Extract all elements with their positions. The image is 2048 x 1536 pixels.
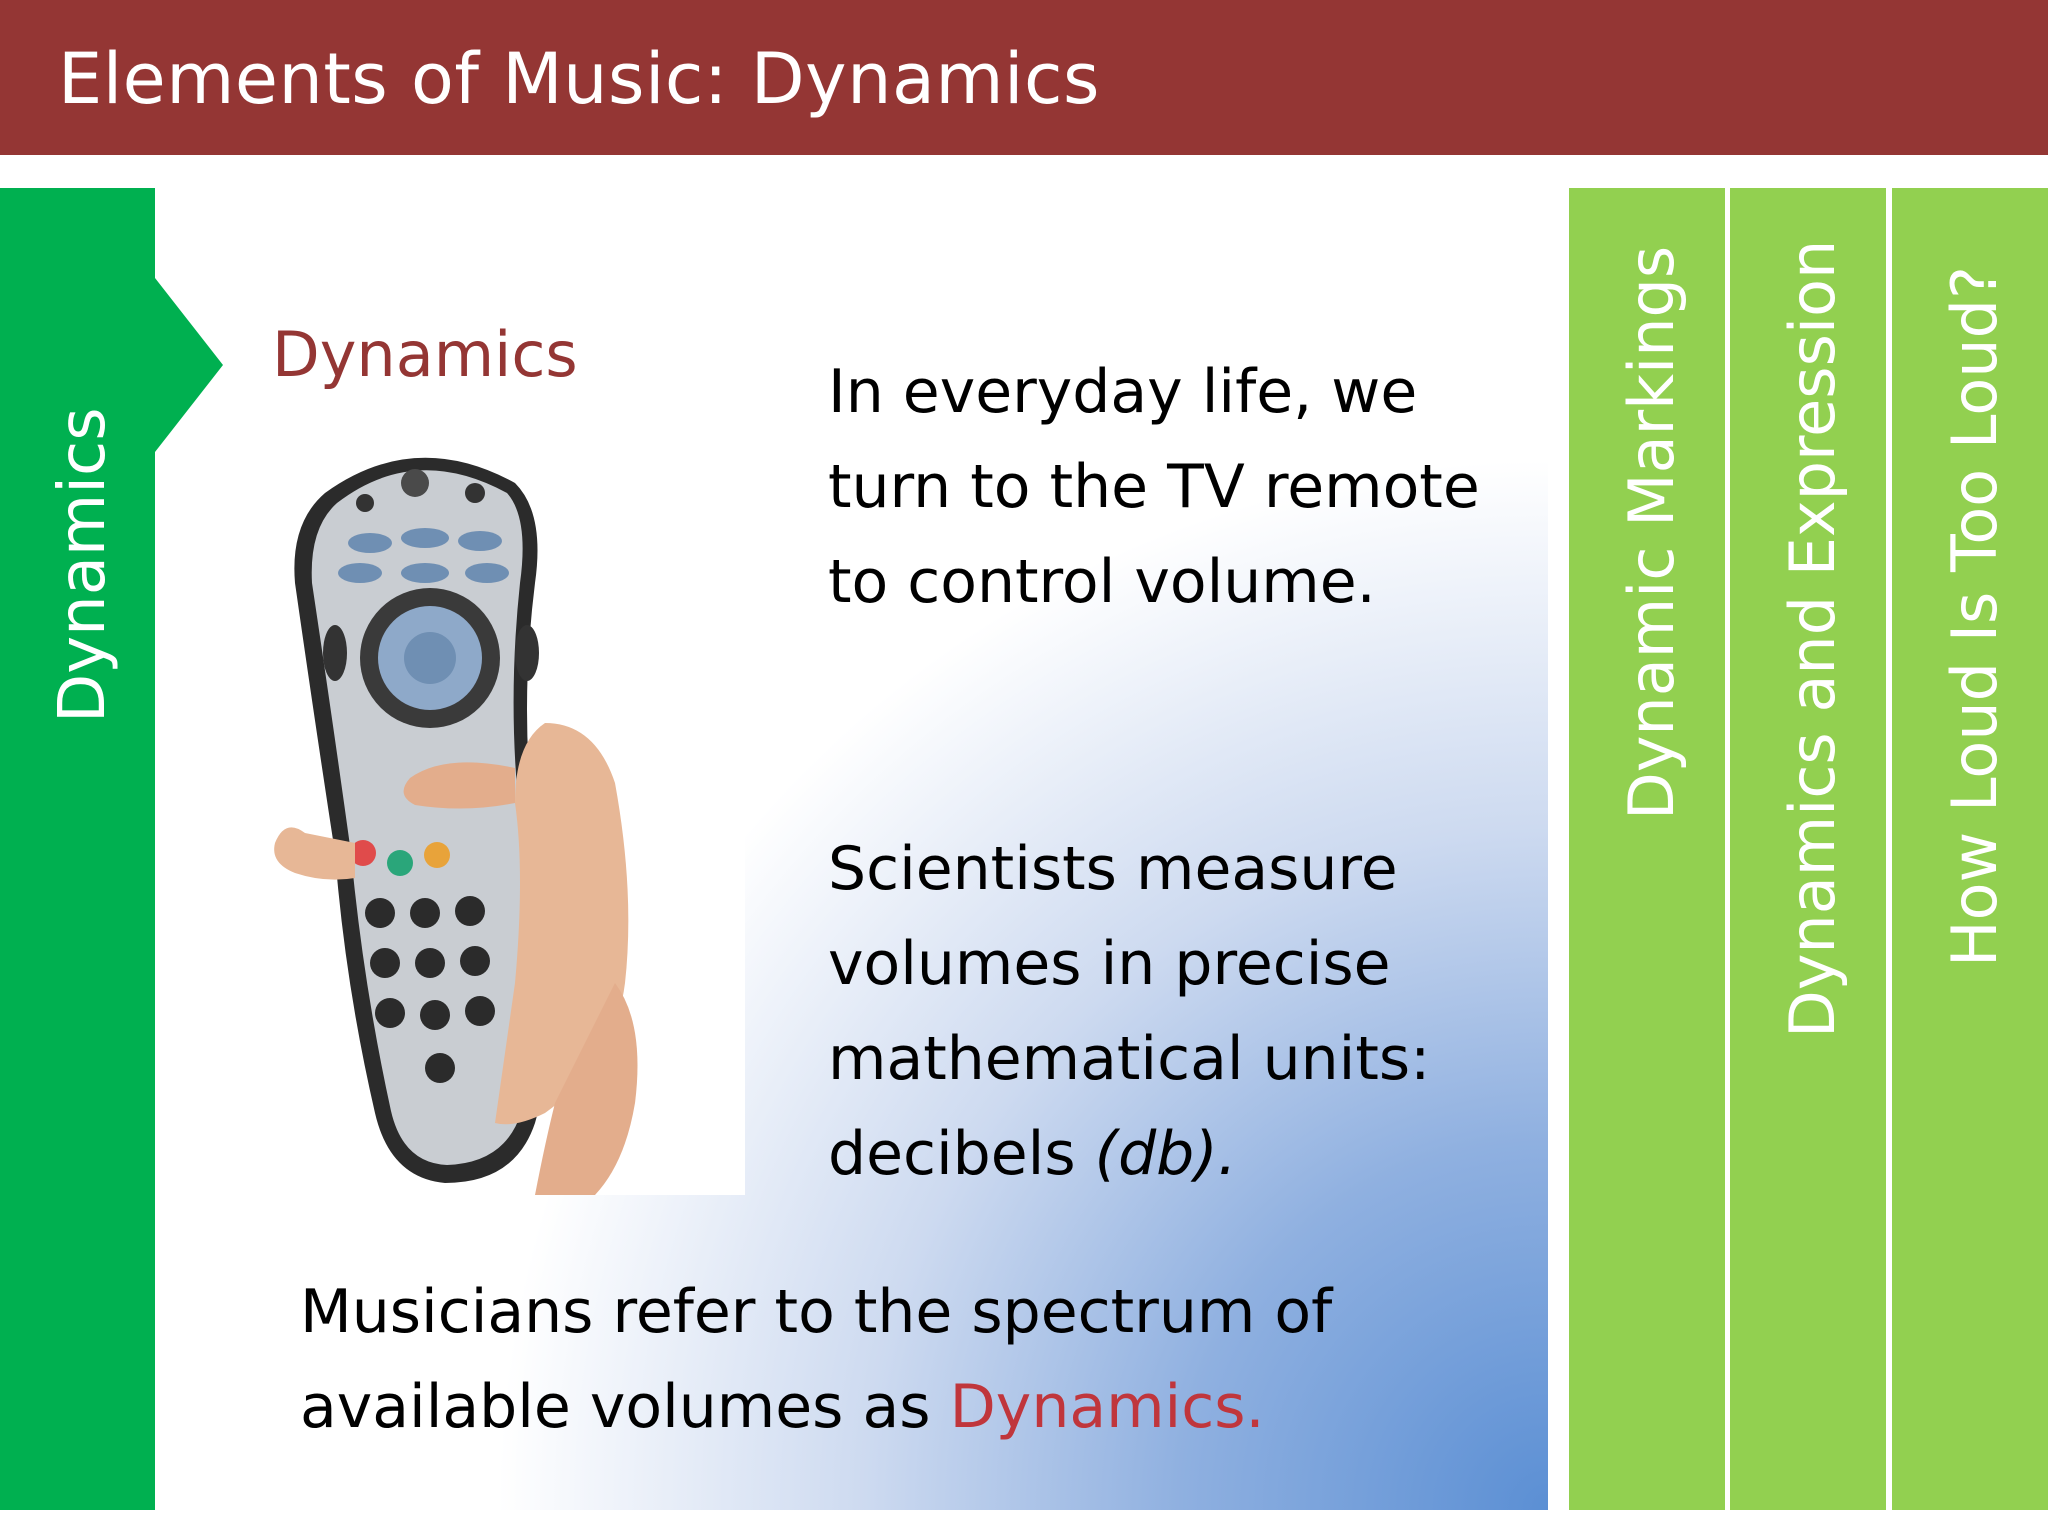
tab-how-loud-label: How Loud Is Too Loud?	[1938, 266, 2011, 967]
tab-dynamics-label: Dynamics	[46, 407, 120, 723]
paragraph-tv-remote: In everyday life, we turn to the TV remo…	[828, 357, 1480, 617]
title-bar: Elements of Music: Dynamics	[0, 0, 2048, 155]
dynamics-highlight: Dynamics.	[949, 1372, 1265, 1442]
active-tab-arrow	[155, 278, 223, 452]
slide-title: Elements of Music: Dynamics	[58, 38, 1100, 120]
remote-control-image	[215, 423, 745, 1195]
decibel-abbreviation: (db).	[1094, 1119, 1237, 1189]
section-subtitle: Dynamics	[272, 318, 578, 391]
dynamics-definition-text: Musicians refer to the spectrum of avail…	[300, 1277, 1333, 1442]
dynamics-definition: Musicians refer to the spectrum of avail…	[300, 1265, 1500, 1455]
tab-dynamics-and-expression[interactable]: Dynamics and Expression	[1730, 188, 1886, 1510]
remote-hand-illustration	[274, 457, 638, 1195]
tab-dynamic-markings[interactable]: Dynamic Markings	[1569, 188, 1725, 1510]
paragraph-decibels: Scientists measure volumes in precise ma…	[828, 822, 1508, 1202]
tab-dynamics-and-expression-label: Dynamics and Expression	[1776, 239, 1849, 1038]
tab-how-loud-is-too-loud[interactable]: How Loud Is Too Loud?	[1892, 188, 2048, 1510]
content-panel	[178, 188, 1548, 1510]
tab-dynamic-markings-label: Dynamic Markings	[1615, 245, 1688, 820]
paragraph-decibels-text: Scientists measure volumes in precise ma…	[828, 834, 1431, 1189]
tab-dynamics[interactable]: Dynamics	[0, 188, 155, 1510]
